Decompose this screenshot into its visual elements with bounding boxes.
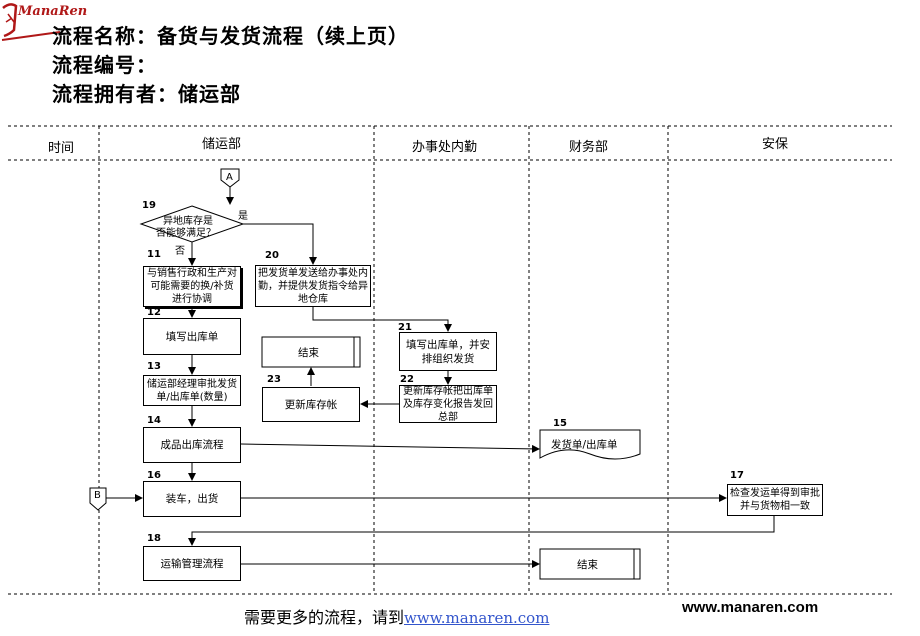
footer-link[interactable]: www.manaren.com	[404, 609, 550, 627]
step-number-15: 15	[553, 418, 567, 429]
step-number-21: 21	[398, 322, 412, 333]
step-14-box: 成品出库流程	[143, 427, 241, 463]
step-number-14: 14	[147, 415, 161, 426]
step-number-20: 20	[265, 250, 279, 261]
decision-no-label: 否	[175, 246, 185, 257]
step-number-18: 18	[147, 533, 161, 544]
decision-yes-label: 是	[238, 211, 248, 222]
lane-security: 安保	[762, 137, 789, 152]
logo	[1, 3, 61, 41]
footer-site: www.manaren.com	[682, 599, 819, 616]
step-12-box: 填写出库单	[143, 318, 241, 355]
lane-storage: 储运部	[202, 137, 242, 152]
lane-time: 时间	[48, 141, 75, 156]
step-11-box: 与销售行政和生产对可能需要的换/补货进行协调	[143, 266, 241, 307]
process-number: 流程编号：	[52, 53, 157, 77]
lane-finance: 财务部	[569, 140, 609, 155]
connector-b-label: B	[94, 490, 101, 501]
connector-b-shape	[89, 487, 107, 511]
decision-text-line1: 异地库存是	[163, 216, 213, 227]
process-name: 流程名称：备货与发货流程（续上页）	[52, 24, 409, 48]
step-20-box: 把发货单发送给办事处内勤，并提供发货指令给异地仓库	[255, 265, 371, 307]
logo-text: ManaRen	[18, 4, 88, 19]
step-16-box: 装车，出货	[143, 481, 241, 517]
step-15-document: 发货单/出库单	[551, 439, 618, 451]
footer-prefix: 需要更多的流程，请到	[244, 608, 405, 627]
step-22-box: 更新库存帐把出库单及库存变化报告发回总部	[399, 385, 497, 423]
connector-a-shape	[220, 168, 240, 188]
step-number-19: 19	[142, 200, 156, 211]
step-21-box: 填写出库单，并安排组织发货	[399, 332, 497, 371]
step-18-box: 运输管理流程	[143, 546, 241, 581]
step-23-box: 更新库存帐	[262, 387, 360, 422]
decision-text-line2: 否能够满足？	[156, 228, 216, 239]
end-top-label: 结束	[298, 347, 319, 359]
step-number-13: 13	[147, 361, 161, 372]
step-number-22: 22	[400, 374, 414, 385]
step-number-12: 12	[147, 307, 161, 318]
lane-office: 办事处内勤	[412, 140, 478, 155]
step-number-23: 23	[267, 374, 281, 385]
step-number-17: 17	[730, 470, 744, 481]
step-13-box: 储运部经理审批发货单/出库单(数量)	[143, 375, 241, 406]
step-number-11: 11	[147, 249, 161, 260]
document-shape	[539, 429, 641, 460]
footer-text: 需要更多的流程，请到www.manaren.com	[244, 604, 549, 628]
connector-a-label: A	[226, 172, 233, 183]
step-number-16: 16	[147, 470, 161, 481]
step-17-box: 检查发运单得到审批并与货物相一致	[727, 484, 823, 516]
process-owner: 流程拥有者：储运部	[52, 82, 241, 106]
end-bottom-label: 结束	[577, 559, 598, 571]
